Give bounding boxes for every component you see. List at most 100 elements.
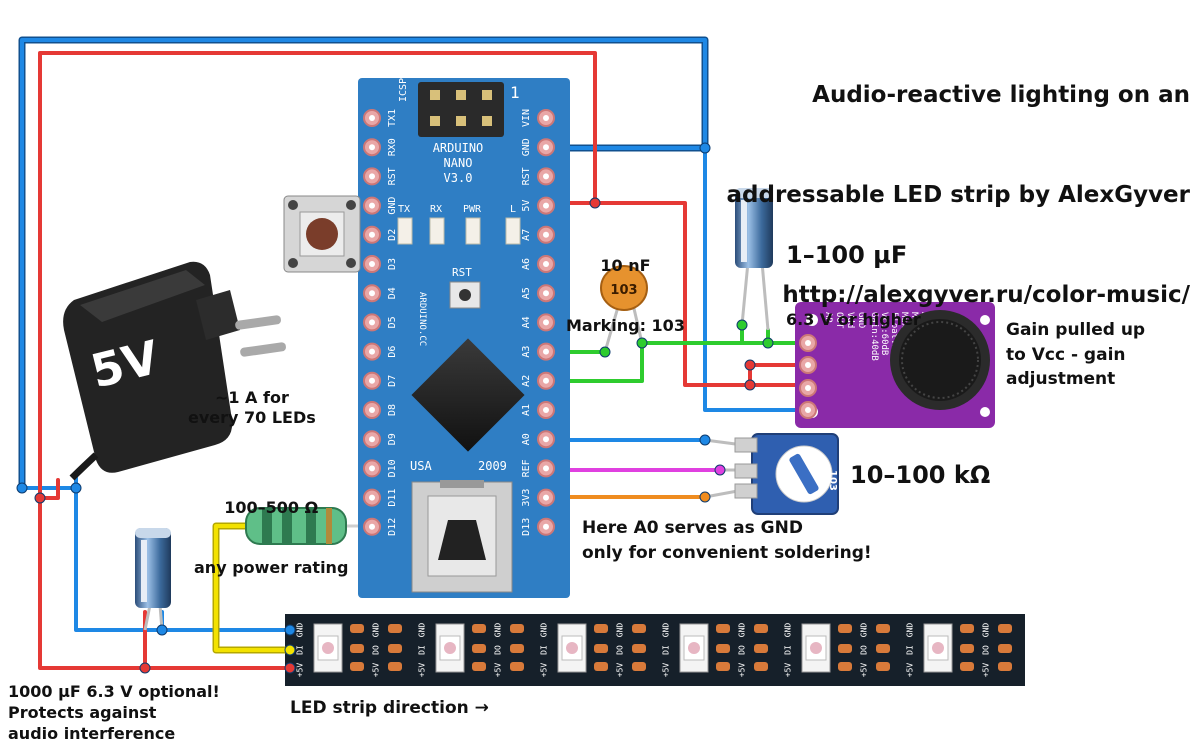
wire-vcc-to-module: [593, 201, 810, 387]
pin-right-label: 3V3: [521, 489, 532, 507]
pin-right-label: GND: [521, 138, 532, 156]
pot-value: 10–100 kΩ: [850, 461, 991, 489]
pin-right-label: A1: [521, 404, 532, 416]
pin-right-label: RST: [521, 167, 532, 185]
wire-junction: [284, 662, 296, 674]
pin-right-label: A5: [521, 287, 532, 299]
current-note: ~1 A for every 70 LEDs: [188, 388, 316, 427]
pin-left-label: D8: [387, 404, 398, 416]
module-silk-pin: GND: [856, 312, 866, 328]
strip-pad-label-right: DO: [860, 645, 869, 655]
pin-left-label: RST: [387, 167, 398, 185]
strip-pad-label-right: DO: [372, 645, 381, 655]
wire-gnd-adapter: [20, 476, 78, 490]
pin-left-label: D7: [387, 375, 398, 387]
wire-junction: [699, 142, 711, 154]
strip-pad-label-right: +5V: [982, 663, 991, 678]
strip-pad-label: +5V: [784, 663, 793, 678]
pin-right-label: VIN: [521, 109, 532, 127]
wire-junction: [699, 434, 711, 446]
wire-vcc-main: [38, 51, 597, 500]
strip-pad-label: GND: [906, 623, 915, 638]
wire-gnd-to-module: [703, 146, 810, 412]
strip-pad-label-right: +5V: [494, 663, 503, 678]
wire-junction: [156, 624, 168, 636]
module-silk-text: Float:50dB: [889, 312, 899, 366]
electrolytic-cap-voltage: 6.3 V or higher: [786, 310, 921, 329]
pin-right-label: A3: [521, 346, 532, 358]
pin-left-label: D11: [387, 489, 398, 507]
strip-pad-label: DI: [662, 645, 671, 655]
wire-junction: [744, 379, 756, 391]
strip-pad-label: GND: [662, 623, 671, 638]
wire-junction: [744, 359, 756, 371]
pin-left-label: D3: [387, 258, 398, 270]
strip-pad-label: GND: [296, 623, 305, 638]
electrolytic-cap-label: 1–100 µF 6.3 V or higher: [786, 200, 921, 350]
pin-right-label: A0: [521, 433, 532, 445]
led-label-pwr: PWR: [463, 204, 482, 215]
strip-pad-label: +5V: [418, 663, 427, 678]
wire-a2-out: [543, 341, 810, 383]
wire-junction: [139, 662, 151, 674]
strip-pad-label-right: DO: [616, 645, 625, 655]
push-button-cap: [306, 218, 338, 250]
module-silk-pin: Vdd: [845, 312, 855, 328]
wire-junction: [34, 492, 46, 504]
strip-pad-label-right: GND: [738, 623, 747, 638]
pin-right-label: A2: [521, 375, 532, 387]
pin-right-label: A6: [521, 258, 532, 270]
wire-junction: [762, 337, 774, 349]
pin-left-label: D2: [387, 229, 398, 241]
pin-left-label: TX1: [387, 109, 398, 127]
plug-pin-top: [235, 315, 281, 330]
gain-note: Gain pulled up to Vcc - gain adjustment: [1006, 320, 1146, 390]
module-silk-pin: OUT: [834, 312, 844, 329]
pin-left-label: D12: [387, 518, 398, 536]
strip-pad-label: +5V: [662, 663, 671, 678]
wire-junction: [284, 644, 296, 656]
strip-pad-label-right: +5V: [860, 663, 869, 678]
resistor: [245, 507, 347, 545]
microcontroller-chip: [411, 338, 525, 452]
led-label-tx: TX: [398, 204, 410, 215]
strip-pad-label: +5V: [296, 663, 305, 678]
rst-label: RST: [452, 266, 472, 279]
board-brand-vertical: ARDUINO.CC: [417, 292, 427, 346]
icsp-label: ICSP: [398, 78, 409, 102]
push-button[interactable]: [283, 195, 361, 273]
wire-junction: [589, 197, 601, 209]
strip-pad-label-right: GND: [616, 623, 625, 638]
strip-pad-label: GND: [540, 623, 549, 638]
board-leds: TX RX PWR L: [397, 204, 521, 245]
pin-left-label: D9: [387, 433, 398, 445]
strip-pad-label: DI: [906, 645, 915, 655]
ceramic-cap-code: 103: [610, 283, 637, 298]
electrolytic-cap-value: 1–100 µF: [786, 241, 908, 269]
module-silk-text: Gain:40dB: [869, 312, 879, 361]
diagram-title: Audio-reactive lighting on an addressabl…: [727, 12, 1190, 345]
pin-left-label: D4: [387, 287, 398, 299]
strip-pad-label: DI: [418, 645, 427, 655]
pin-right-label: 5V: [521, 200, 532, 212]
strip-pad-label-right: +5V: [616, 663, 625, 678]
pin-right-label: D13: [521, 518, 532, 536]
led-label-l: L: [510, 204, 516, 215]
strip-pad-label-right: GND: [372, 623, 381, 638]
title-url[interactable]: http://alexgyver.ru/color-music/: [782, 281, 1190, 308]
icsp-pin1: 1: [510, 83, 520, 102]
wire-junction: [736, 319, 748, 331]
pin-left-label: D10: [387, 459, 398, 477]
wire-junction: [284, 624, 296, 636]
pin-left-label: D6: [387, 346, 398, 358]
power-adapter: 5V: [63, 261, 286, 481]
strip-pad-label: DI: [296, 645, 305, 655]
strip-electrolytic-capacitor: [135, 528, 171, 608]
